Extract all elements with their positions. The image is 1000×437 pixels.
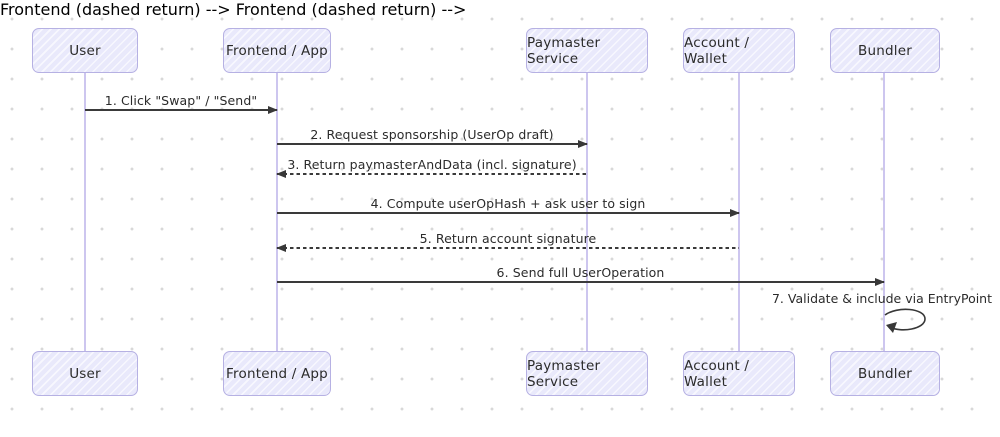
message-6-line xyxy=(277,278,885,287)
actor-label: Bundler xyxy=(858,365,912,382)
actor-user-bottom: User xyxy=(32,351,138,396)
message-4: 4. Compute userOpHash + ask user to sign xyxy=(277,194,740,218)
message-1-line xyxy=(85,106,278,115)
message-2-line xyxy=(277,140,588,149)
actor-frontend-top: Frontend / App xyxy=(223,28,331,73)
actor-label: Paymaster Service xyxy=(527,34,601,67)
actor-label: Account / Wallet xyxy=(684,357,750,390)
arrowhead-right-icon xyxy=(875,278,885,287)
arrowhead-right-icon xyxy=(730,209,740,218)
arrowhead-right-icon xyxy=(268,106,278,115)
lifeline-user xyxy=(84,73,86,352)
actor-label: Bundler xyxy=(858,42,912,59)
lifeline-bundler xyxy=(883,73,885,352)
message-5: 5. Return account signature xyxy=(276,229,739,253)
actor-user-top: User xyxy=(32,28,138,73)
actor-bundler-top: Bundler xyxy=(830,28,940,73)
message-4-line xyxy=(277,209,740,218)
message-1-label: 1. Click "Swap" / "Send" xyxy=(104,93,258,108)
actor-account-top: Account / Wallet xyxy=(683,28,795,73)
actor-label: Account / Wallet xyxy=(684,34,750,67)
message-1: 1. Click "Swap" / "Send" xyxy=(85,91,278,115)
actor-paymaster-bottom: Paymaster Service xyxy=(526,351,648,396)
message-3: 3. Return paymasterAndData (incl. signat… xyxy=(276,155,587,179)
message-3-label: 3. Return paymasterAndData (incl. signat… xyxy=(287,157,577,172)
message-5-label: 5. Return account signature xyxy=(419,231,597,246)
actor-label: User xyxy=(69,42,101,59)
actor-paymaster-top: Paymaster Service xyxy=(526,28,648,73)
arrowhead-right-icon xyxy=(578,140,588,149)
message-6-label: 6. Send full UserOperation xyxy=(496,265,665,280)
message-2-label: 2. Request sponsorship (UserOp draft) xyxy=(310,127,554,142)
message-3-line xyxy=(276,170,587,179)
arrowhead-left-icon xyxy=(276,170,286,179)
message-6: 6. Send full UserOperation xyxy=(277,263,885,287)
actor-label: User xyxy=(69,365,101,382)
self-loop-arrow-icon xyxy=(884,308,926,333)
message-7-label: 7. Validate & include via EntryPoint xyxy=(771,291,993,306)
actor-frontend-bottom: Frontend / App xyxy=(223,351,331,396)
message-4-label: 4. Compute userOpHash + ask user to sign xyxy=(370,196,646,211)
actor-label: Frontend / App xyxy=(226,42,328,59)
actor-label: Frontend / App xyxy=(226,365,328,382)
message-2: 2. Request sponsorship (UserOp draft) xyxy=(277,125,588,149)
message-5-line xyxy=(276,244,739,253)
arrowhead-left-icon xyxy=(276,244,286,253)
actor-label: Paymaster Service xyxy=(527,357,601,390)
actor-account-bottom: Account / Wallet xyxy=(683,351,795,396)
actor-bundler-bottom: Bundler xyxy=(830,351,940,396)
